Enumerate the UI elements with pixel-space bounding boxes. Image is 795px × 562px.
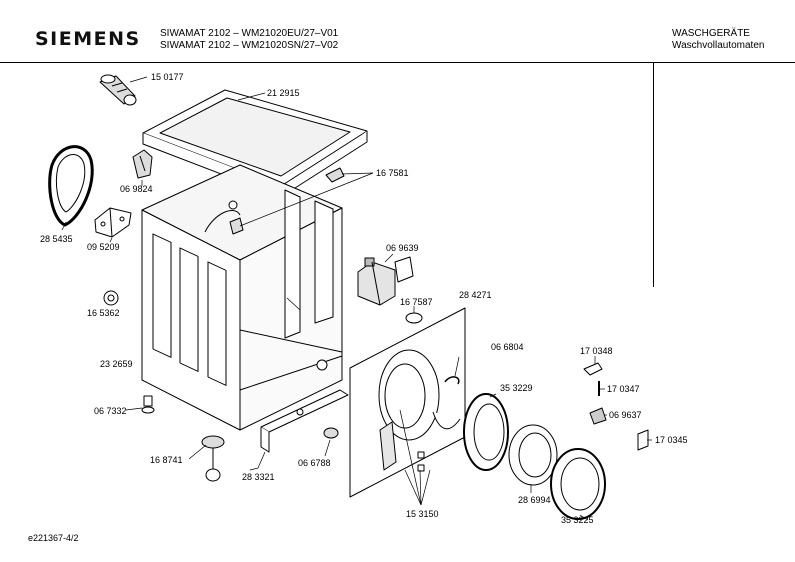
top-cover-part[interactable] bbox=[142, 89, 368, 198]
header-divider bbox=[0, 62, 795, 63]
outer-door-part[interactable] bbox=[550, 448, 606, 520]
label-069637: 06 9637 bbox=[609, 410, 642, 420]
bracket-095209-part[interactable] bbox=[94, 207, 132, 238]
label-095209: 09 5209 bbox=[87, 242, 120, 252]
label-167587: 16 7587 bbox=[400, 297, 433, 307]
door-ring-part[interactable] bbox=[508, 424, 558, 486]
label-232659: 23 2659 bbox=[100, 359, 133, 369]
base-strip-part[interactable] bbox=[260, 389, 349, 453]
label-069639: 06 9639 bbox=[386, 243, 419, 253]
model-line-1: SIWAMAT 2102 – WM21020EU/27–V01 bbox=[160, 28, 339, 39]
hook-167581-part[interactable] bbox=[229, 167, 345, 235]
drawing-id: e221367-4/2 bbox=[28, 533, 79, 543]
label-353225: 35 3225 bbox=[561, 515, 594, 525]
label-165362: 16 5362 bbox=[87, 308, 120, 318]
label-069824: 06 9824 bbox=[120, 184, 153, 194]
label-153150: 15 3150 bbox=[406, 509, 439, 519]
screw-066788-part[interactable] bbox=[323, 427, 339, 439]
bracket-170345-part[interactable] bbox=[637, 429, 649, 451]
clip-069824-part[interactable] bbox=[132, 149, 153, 179]
part-167587-part[interactable] bbox=[405, 312, 423, 324]
label-150177: 15 0177 bbox=[151, 72, 184, 82]
label-284271: 28 4271 bbox=[459, 290, 492, 300]
label-067332: 06 7332 bbox=[94, 406, 127, 416]
label-170345: 17 0345 bbox=[655, 435, 688, 445]
cap-165362-part[interactable] bbox=[103, 290, 119, 306]
vertical-divider bbox=[653, 62, 654, 287]
hinge-170348-part[interactable] bbox=[583, 362, 603, 376]
label-170348: 17 0348 bbox=[580, 346, 613, 356]
hose-connector-part[interactable] bbox=[99, 74, 137, 106]
foot-067332-part[interactable] bbox=[141, 395, 155, 414]
siemens-logo: SIEMENS bbox=[35, 28, 141, 50]
category-title: WASCHGERÄTE bbox=[672, 28, 750, 39]
cabinet-frame-part[interactable] bbox=[141, 164, 343, 431]
front-panel-part[interactable] bbox=[349, 307, 466, 498]
category-subtitle: Waschvollautomaten bbox=[672, 40, 765, 51]
spring-066804-part[interactable] bbox=[444, 376, 460, 385]
label-212915: 21 2915 bbox=[267, 88, 300, 98]
part-labels: 15 0177 21 2915 28 5435 06 9824 09 5209 … bbox=[40, 72, 688, 525]
label-168741: 16 8741 bbox=[150, 455, 183, 465]
label-353229: 35 3229 bbox=[500, 383, 533, 393]
label-283321: 28 3321 bbox=[242, 472, 275, 482]
leader-lines bbox=[61, 76, 652, 521]
clip-069637-part[interactable] bbox=[589, 407, 607, 425]
door-lock-part[interactable] bbox=[357, 256, 414, 306]
label-170347: 17 0347 bbox=[607, 384, 640, 394]
model-line-2: SIWAMAT 2102 – WM21020SN/27–V02 bbox=[160, 40, 339, 51]
label-066788: 06 6788 bbox=[298, 458, 331, 468]
label-286994: 28 6994 bbox=[518, 495, 551, 505]
gasket-loop-part[interactable] bbox=[48, 145, 94, 227]
label-167581: 16 7581 bbox=[376, 168, 409, 178]
foot-nut-part[interactable] bbox=[201, 435, 225, 482]
door-seal-part[interactable] bbox=[463, 393, 509, 471]
label-066804: 06 6804 bbox=[491, 342, 524, 352]
label-285435: 28 5435 bbox=[40, 234, 73, 244]
